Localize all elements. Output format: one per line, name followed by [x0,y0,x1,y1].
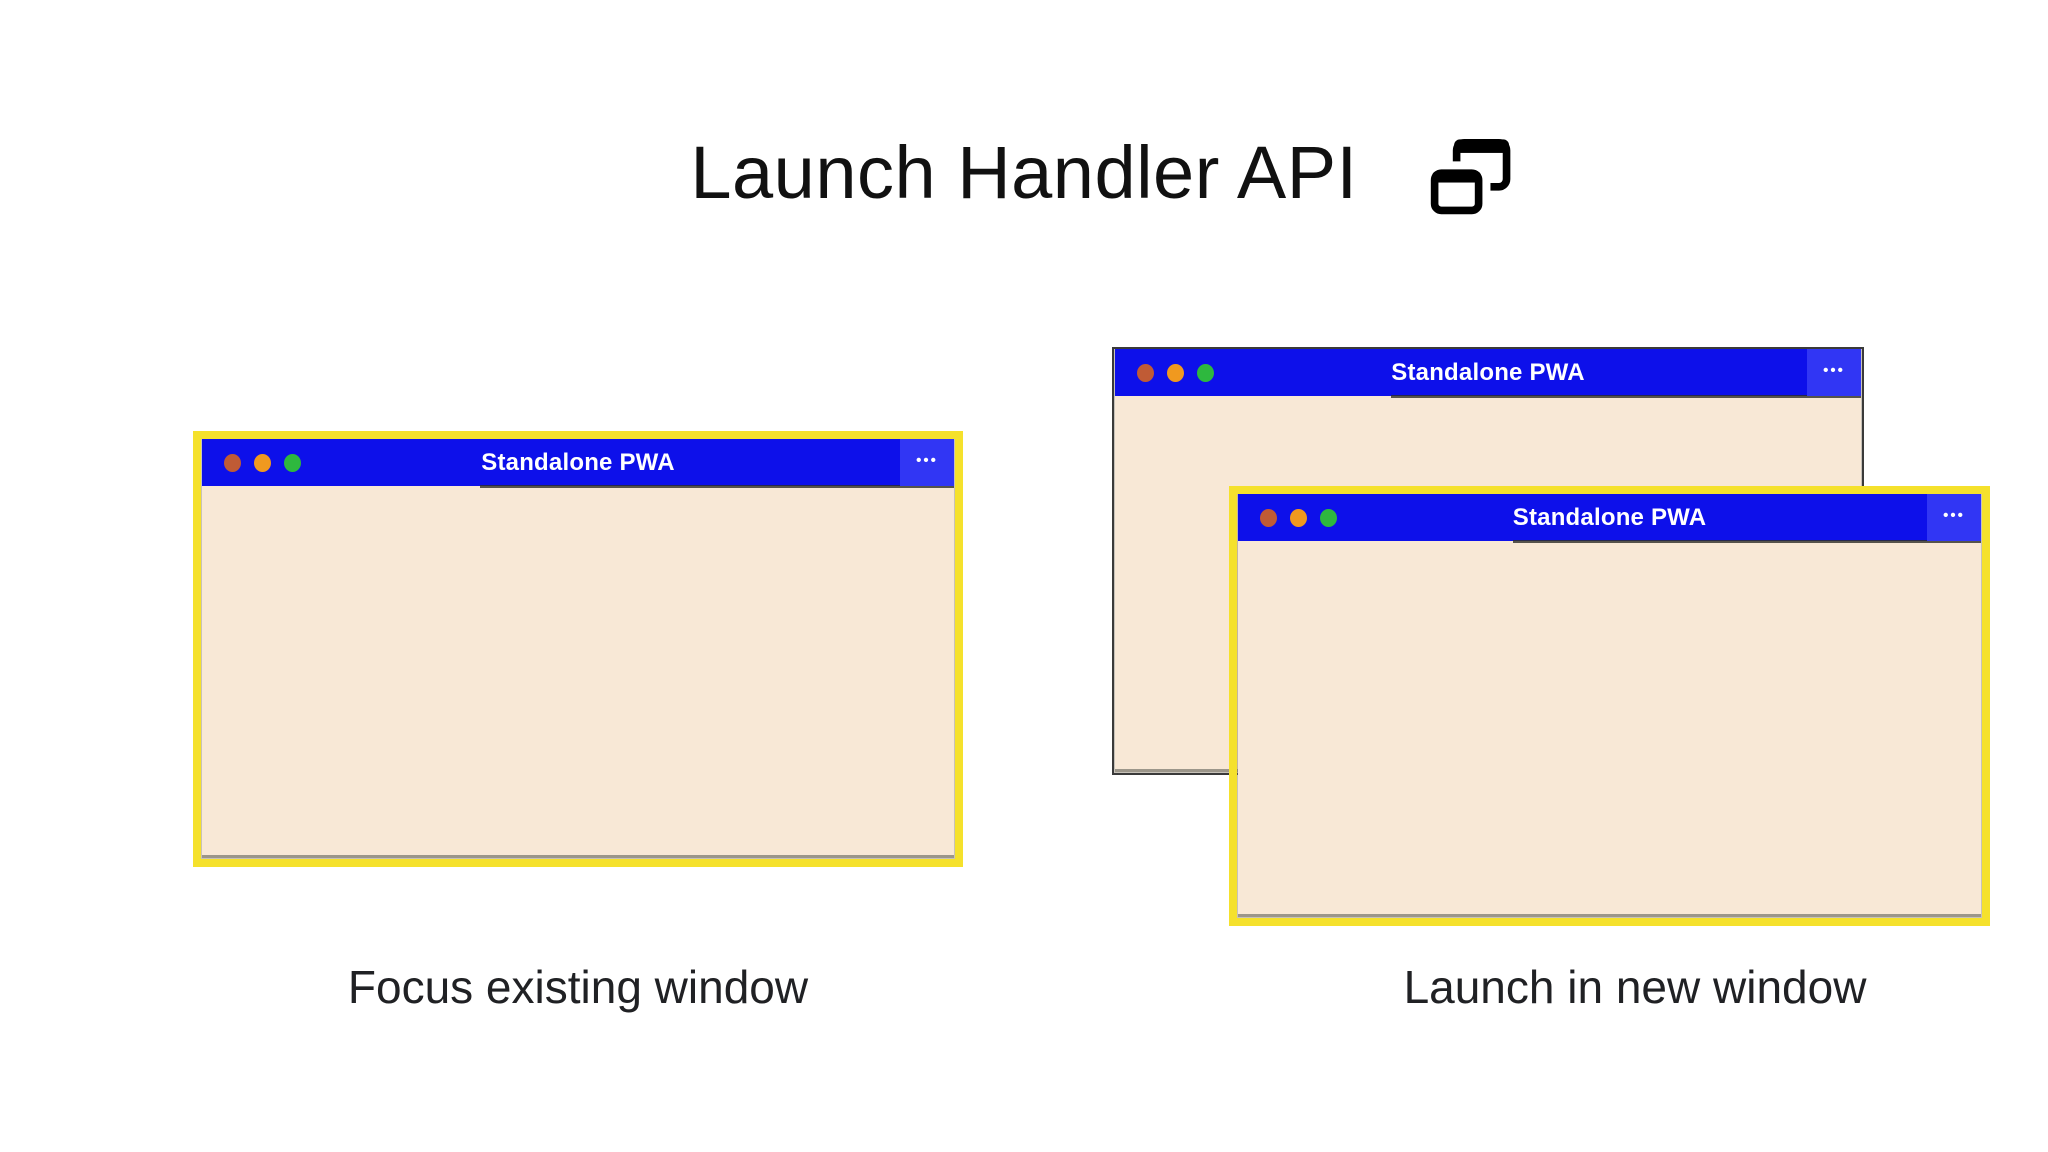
ellipsis-icon: ••• [1823,362,1845,379]
maximize-button[interactable] [1320,508,1337,527]
minimize-button[interactable] [254,453,271,472]
maximize-button[interactable] [1197,363,1214,382]
close-button[interactable] [1260,508,1277,527]
minimize-button[interactable] [1167,363,1184,382]
overflow-menu-button[interactable]: ••• [1927,494,1981,541]
traffic-lights [1137,349,1214,396]
overflow-menu-button[interactable]: ••• [900,439,954,486]
window-titlebar[interactable]: Standalone PWA ••• [1238,494,1981,543]
minimize-button[interactable] [1290,508,1307,527]
window-frame: Standalone PWA ••• [201,439,955,859]
traffic-lights [1260,494,1337,541]
overlapping-windows-icon [1428,138,1511,223]
window-body [202,486,954,858]
ellipsis-icon: ••• [1943,507,1965,524]
window-title: Standalone PWA [1391,358,1585,386]
close-button[interactable] [1137,363,1154,382]
window-titlebar[interactable]: Standalone PWA ••• [202,439,954,488]
overflow-menu-button[interactable]: ••• [1807,349,1861,396]
window-title: Standalone PWA [1512,503,1707,531]
pwa-window-front: Standalone PWA ••• [1229,486,1990,926]
ellipsis-icon: ••• [916,452,938,469]
caption-launch-new: Launch in new window [1403,961,1867,1013]
window-title: Standalone PWA [481,448,675,476]
traffic-lights [224,439,301,486]
window-frame: Standalone PWA ••• [1237,494,1982,918]
close-button[interactable] [224,453,241,472]
window-titlebar[interactable]: Standalone PWA ••• [1115,349,1861,398]
maximize-button[interactable] [284,453,301,472]
window-body [1238,541,1981,917]
caption-focus-existing: Focus existing window [347,961,809,1013]
pwa-window-focused: Standalone PWA ••• [193,431,963,867]
page-title: Launch Handler API [690,131,1358,214]
